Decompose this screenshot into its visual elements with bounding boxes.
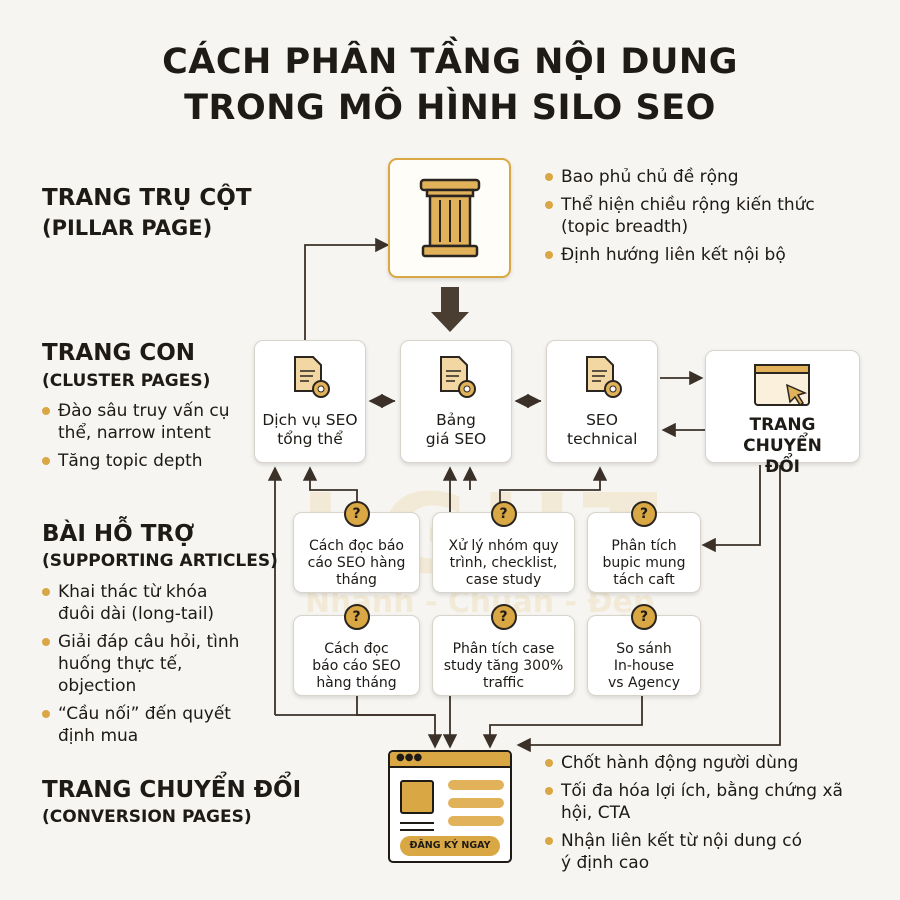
cluster-card-dich-vu-seo[interactable]: Dịch vụ SEO tổng thể: [254, 340, 366, 463]
supporting-label: BÀI HỖ TRỢ: [42, 521, 195, 547]
bullet: Nhận liên kết từ nội dung có ý định cao: [545, 830, 815, 874]
article-title: Phân tích bupic mung tách caft: [602, 538, 686, 588]
cluster-title: Bảng giá SEO: [425, 411, 487, 448]
supporting-bullets: Khai thác từ khóa đuôi dài (long-tail) G…: [42, 581, 247, 753]
pillar-sublabel: (PILLAR PAGE): [42, 216, 213, 240]
question-bubble-icon: ?: [343, 501, 370, 527]
article-card[interactable]: ? Xử lý nhóm quy trình, checklist, case s…: [432, 501, 575, 593]
question-bubble-icon: ?: [631, 501, 657, 527]
browser-cursor-icon: [754, 364, 810, 407]
article-card[interactable]: ? Phân tích bupic mung tách caft: [587, 501, 701, 593]
document-gear-icon: [586, 356, 622, 398]
bullet: Đào sâu truy vấn cụ thể, narrow intent: [42, 400, 252, 444]
question-bubble-icon: ?: [343, 604, 370, 630]
bullet: Chốt hành động người dùng: [545, 752, 845, 774]
bullet: Định hướng liên kết nội bộ: [545, 244, 865, 266]
bullet: Thể hiện chiều rộng kiến thức (topic bre…: [545, 194, 855, 238]
article-title: Cách đọc báo cáo SEO hàng tháng: [307, 538, 406, 588]
register-now-button[interactable]: ĐĂNG KÝ NGAY: [400, 836, 500, 856]
browser-dots-icon: ●●●: [390, 752, 510, 768]
question-bubble-icon: ?: [490, 604, 517, 630]
conversion-label: TRANG CHUYỂN ĐỔI: [42, 777, 302, 803]
document-gear-icon: [294, 356, 330, 398]
question-bubble-icon: ?: [631, 604, 657, 630]
down-arrow-icon: [431, 287, 469, 332]
title-line-1: CÁCH PHÂN TẦNG NỘI DUNG: [162, 42, 738, 82]
article-title: Phân tích case study tăng 300% traffic: [443, 641, 564, 691]
question-bubble-icon: ?: [490, 501, 517, 527]
cluster-label: TRANG CON: [42, 340, 196, 366]
conversion-sublabel: (CONVERSION PAGES): [42, 807, 252, 827]
supporting-sublabel: (SUPPORTING ARTICLES): [42, 551, 278, 571]
document-gear-icon: [440, 356, 476, 398]
pillar-card[interactable]: [388, 158, 511, 278]
cluster-title: SEO technical: [567, 411, 638, 448]
bullet: Khai thác từ khóa đuôi dài (long-tail): [42, 581, 247, 625]
conversion-page-mockup: ●●● ĐĂNG KÝ NGAY: [388, 750, 512, 863]
article-title: So sánh In-house vs Agency: [608, 641, 680, 691]
title-line-2: TRONG MÔ HÌNH SILO SEO: [184, 88, 716, 128]
bullet: Bao phủ chủ đề rộng: [545, 166, 865, 188]
bullet: “Cầu nối” đến quyết định mua: [42, 703, 232, 747]
cluster-title: Dịch vụ SEO tổng thể: [262, 411, 358, 448]
article-card[interactable]: ? Cách đọc báo cáo SEO hàng tháng: [293, 604, 420, 696]
bullet: Tối đa hóa lợi ích, bằng chứng xã hội, C…: [545, 780, 845, 824]
article-card[interactable]: ? Cách đọc báo cáo SEO hàng tháng: [293, 501, 420, 593]
pillar-bullets: Bao phủ chủ đề rộng Thể hiện chiều rộng …: [545, 166, 865, 272]
article-title: Xử lý nhóm quy trình, checklist, case st…: [448, 538, 559, 588]
cluster-card-conversion[interactable]: TRANG CHUYỂN ĐỔI: [705, 350, 860, 477]
cluster-card-bang-gia-seo[interactable]: Bảng giá SEO: [400, 340, 512, 463]
article-card[interactable]: ? Phân tích case study tăng 300% traffic: [432, 604, 575, 696]
conversion-card-title: TRANG CHUYỂN ĐỔI: [743, 415, 822, 477]
bullet: Tăng topic depth: [42, 450, 252, 472]
cluster-sublabel: (CLUSTER PAGES): [42, 371, 211, 391]
article-title: Cách đọc báo cáo SEO hàng tháng: [312, 641, 401, 691]
conversion-bullets: Chốt hành động người dùng Tối đa hóa lợi…: [545, 752, 845, 880]
image-placeholder: [400, 780, 434, 814]
pillar-label: TRANG TRỤ CỘT: [42, 185, 252, 211]
cluster-bullets: Đào sâu truy vấn cụ thể, narrow intent T…: [42, 400, 252, 478]
bullet: Giải đáp câu hỏi, tình huống thực tế, ob…: [42, 631, 247, 697]
pillar-icon: [419, 178, 480, 258]
cluster-card-seo-technical[interactable]: SEO technical: [546, 340, 658, 463]
article-card[interactable]: ? So sánh In-house vs Agency: [587, 604, 701, 696]
